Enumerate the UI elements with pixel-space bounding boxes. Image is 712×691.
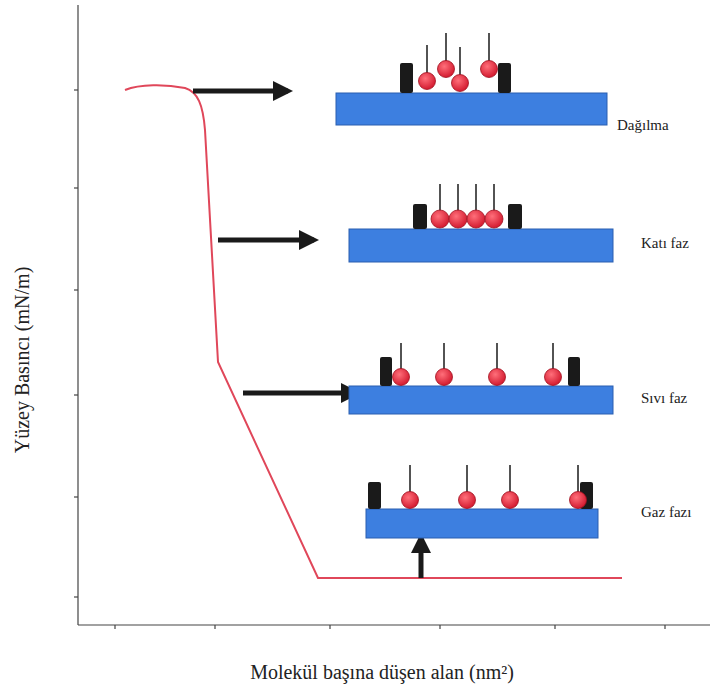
solid-trough (349, 184, 613, 262)
collapse-trough (336, 33, 607, 125)
phase-label: Katı faz (641, 234, 689, 252)
phase-label: Dağılma (617, 116, 669, 134)
liquid-trough (349, 343, 613, 414)
axes (74, 5, 710, 629)
phase-label: Gaz fazı (641, 503, 691, 521)
isotherm-curve (125, 85, 622, 578)
gas-trough (366, 465, 598, 538)
axis-title: Molekül başına düşen alan (nm²) (250, 660, 514, 684)
pointer-arrows (193, 91, 421, 578)
phase-label: Sıvı faz (641, 389, 687, 407)
axis-title: Yüzey Basıncı (mN/m) (10, 267, 34, 454)
